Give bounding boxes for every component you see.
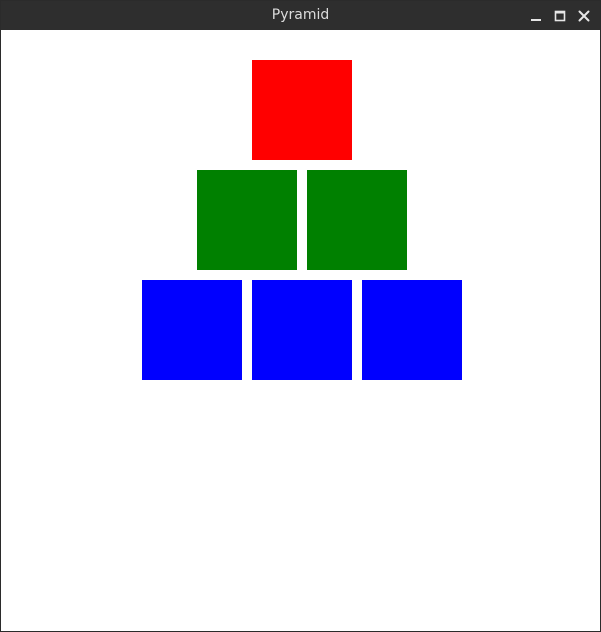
title-bar[interactable]: Pyramid bbox=[1, 1, 600, 30]
maximize-icon bbox=[554, 10, 566, 21]
pyramid-block bbox=[307, 170, 407, 270]
drawing-canvas bbox=[1, 30, 600, 631]
minimize-button[interactable] bbox=[526, 6, 546, 26]
close-button[interactable] bbox=[574, 6, 594, 26]
minimize-icon bbox=[531, 18, 541, 21]
pyramid-block bbox=[142, 280, 242, 380]
window-controls bbox=[526, 1, 594, 30]
pyramid-block bbox=[252, 60, 352, 160]
maximize-button[interactable] bbox=[550, 6, 570, 26]
pyramid-block bbox=[362, 280, 462, 380]
pyramid-block bbox=[197, 170, 297, 270]
close-icon bbox=[578, 10, 590, 21]
window-title: Pyramid bbox=[271, 7, 330, 23]
pyramid-block bbox=[252, 280, 352, 380]
